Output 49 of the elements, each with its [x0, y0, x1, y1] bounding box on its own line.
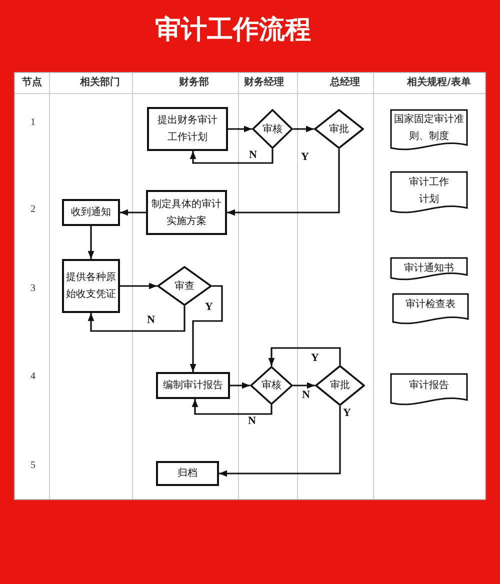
- column-header: 财务经理: [244, 77, 284, 89]
- arrow: [120, 209, 146, 216]
- title: 审计工作流程: [155, 14, 311, 46]
- edge-label: N: [301, 389, 311, 401]
- process-box: 提出财务审计工作计划: [147, 107, 228, 151]
- decision-diamond: 审核: [250, 366, 293, 405]
- row-number: 1: [30, 117, 36, 129]
- arrow: [120, 282, 157, 290]
- document-shape: 审计检查表: [392, 293, 469, 327]
- row-number: 5: [30, 460, 36, 472]
- document-shape: 国家固定审计准则、制度: [390, 109, 468, 153]
- arrow: [88, 226, 94, 259]
- column-header: 财务部: [179, 77, 209, 89]
- column-header: 相关部门: [80, 77, 120, 89]
- edge-label: N: [146, 314, 156, 326]
- document-shape: 审计通知书: [390, 257, 468, 283]
- arrow: [88, 306, 186, 332]
- decision-diamond: 审批: [314, 109, 364, 149]
- arrow: [192, 399, 272, 415]
- decision-diamond: 审核: [252, 109, 293, 149]
- edge-label: N: [247, 415, 257, 427]
- process-box: 制定具体的审计实施方案: [146, 190, 227, 235]
- column-header: 总经理: [330, 77, 360, 89]
- row-number: 3: [30, 283, 36, 295]
- column-header: 节点: [22, 77, 42, 89]
- column-header: 相关规程/表单: [407, 77, 471, 89]
- edge-label: Y: [300, 151, 310, 163]
- process-box: 收到通知: [62, 199, 120, 226]
- process-box: 归档: [156, 461, 219, 486]
- arrow: [268, 347, 341, 366]
- row-number: 2: [30, 204, 36, 216]
- arrow: [190, 285, 223, 372]
- arrow: [230, 382, 250, 389]
- arrow: [228, 126, 252, 132]
- process-box: 编制审计报告: [156, 372, 230, 399]
- arrow: [219, 406, 341, 477]
- edge-label: N: [248, 149, 258, 161]
- decision-diamond: 审批: [315, 365, 365, 406]
- arrow: [293, 126, 314, 132]
- document-shape: 审计报告: [390, 373, 468, 408]
- edge-label: Y: [204, 301, 214, 313]
- arrow: [227, 149, 340, 216]
- row-number: 4: [30, 371, 36, 383]
- document-shape: 审计工作计划: [390, 171, 468, 216]
- arrow: [293, 382, 315, 389]
- process-box: 提供各种原始收支凭证: [62, 259, 120, 313]
- arrow: [190, 149, 274, 164]
- edge-label: Y: [310, 352, 320, 364]
- edge-label: Y: [342, 407, 352, 419]
